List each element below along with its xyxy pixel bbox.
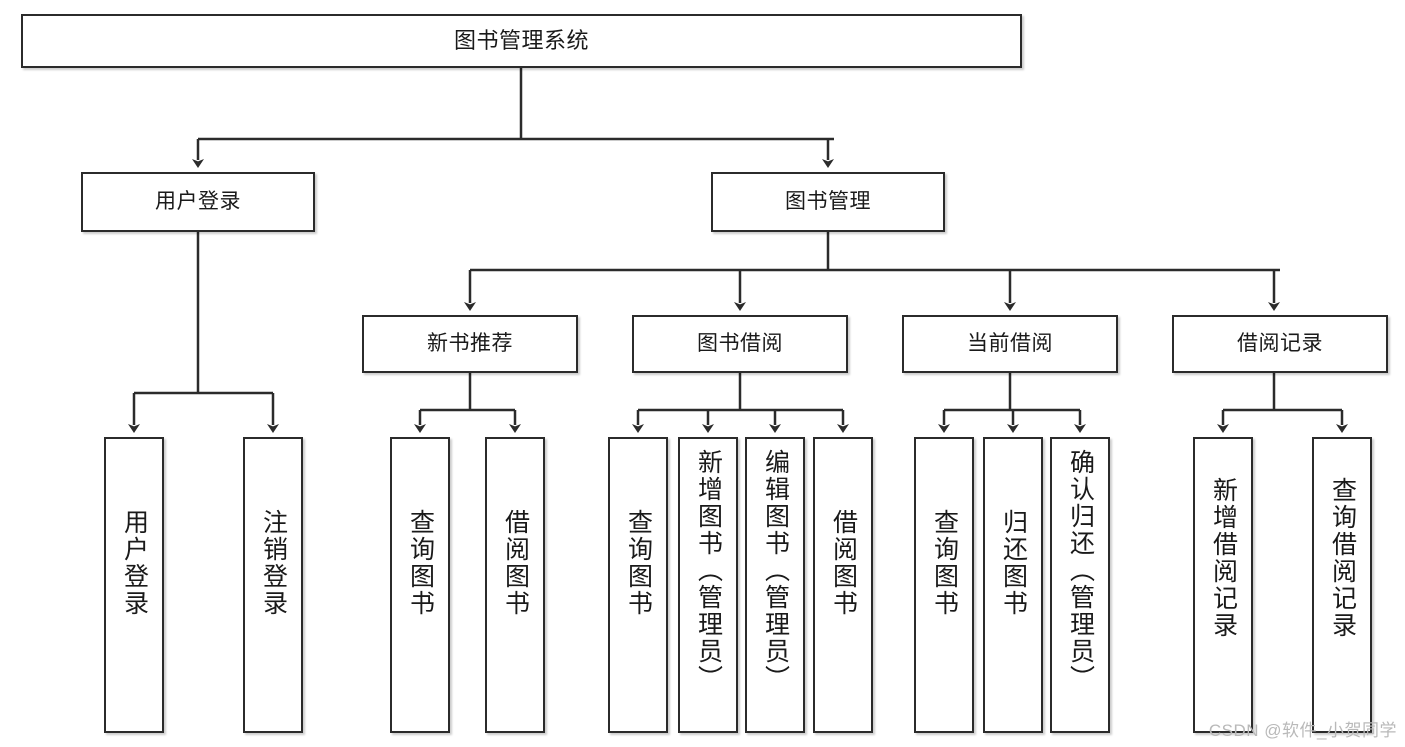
node-leaf-borrow-book-1-label: 借阅图书	[501, 509, 530, 617]
node-current-borrow[interactable]: 当前借阅	[902, 315, 1118, 373]
watermark: CSDN @软件_小贺同学	[1208, 721, 1397, 740]
node-book-borrow-label: 图书借阅	[697, 331, 783, 355]
node-leaf-user-login-label: 用户登录	[120, 509, 149, 617]
node-root-label: 图书管理系统	[453, 27, 589, 53]
node-borrow-record[interactable]: 借阅记录	[1172, 315, 1388, 373]
node-leaf-query-book-3[interactable]: 查询图书	[914, 437, 974, 733]
node-leaf-add-record-label: 新增借阅记录	[1209, 477, 1238, 639]
node-leaf-borrow-book-1[interactable]: 借阅图书	[485, 437, 545, 733]
node-book-manage[interactable]: 图书管理	[711, 172, 945, 232]
node-new-book-recommend[interactable]: 新书推荐	[362, 315, 578, 373]
node-book-manage-label: 图书管理	[785, 189, 871, 213]
node-leaf-query-book-3-label: 查询图书	[930, 509, 959, 617]
node-leaf-query-record-label: 查询借阅记录	[1328, 477, 1357, 639]
node-leaf-add-book-label: 新增图书（管理员）	[694, 449, 723, 692]
node-new-book-recommend-label: 新书推荐	[427, 331, 513, 355]
node-leaf-query-book-1-label: 查询图书	[406, 509, 435, 617]
node-leaf-edit-book-label: 编辑图书（管理员）	[761, 449, 790, 692]
node-leaf-query-record[interactable]: 查询借阅记录	[1312, 437, 1372, 733]
node-leaf-logout-label: 注销登录	[259, 509, 288, 617]
node-user-login-label: 用户登录	[155, 189, 241, 213]
node-leaf-return-book-label: 归还图书	[999, 509, 1028, 617]
node-leaf-confirm-return[interactable]: 确认归还（管理员）	[1050, 437, 1110, 733]
node-leaf-add-record[interactable]: 新增借阅记录	[1193, 437, 1253, 733]
node-root[interactable]: 图书管理系统	[21, 14, 1022, 68]
node-leaf-borrow-book-2-label: 借阅图书	[829, 509, 858, 617]
node-leaf-query-book-2-label: 查询图书	[624, 509, 653, 617]
node-user-login[interactable]: 用户登录	[81, 172, 315, 232]
node-leaf-query-book-1[interactable]: 查询图书	[390, 437, 450, 733]
node-leaf-query-book-2[interactable]: 查询图书	[608, 437, 668, 733]
node-leaf-user-login[interactable]: 用户登录	[104, 437, 164, 733]
node-current-borrow-label: 当前借阅	[967, 331, 1053, 355]
node-leaf-add-book[interactable]: 新增图书（管理员）	[678, 437, 738, 733]
node-leaf-confirm-return-label: 确认归还（管理员）	[1066, 449, 1095, 692]
node-leaf-edit-book[interactable]: 编辑图书（管理员）	[745, 437, 805, 733]
node-leaf-logout[interactable]: 注销登录	[243, 437, 303, 733]
node-borrow-record-label: 借阅记录	[1237, 331, 1323, 355]
node-leaf-return-book[interactable]: 归还图书	[983, 437, 1043, 733]
node-book-borrow[interactable]: 图书借阅	[632, 315, 848, 373]
node-leaf-borrow-book-2[interactable]: 借阅图书	[813, 437, 873, 733]
